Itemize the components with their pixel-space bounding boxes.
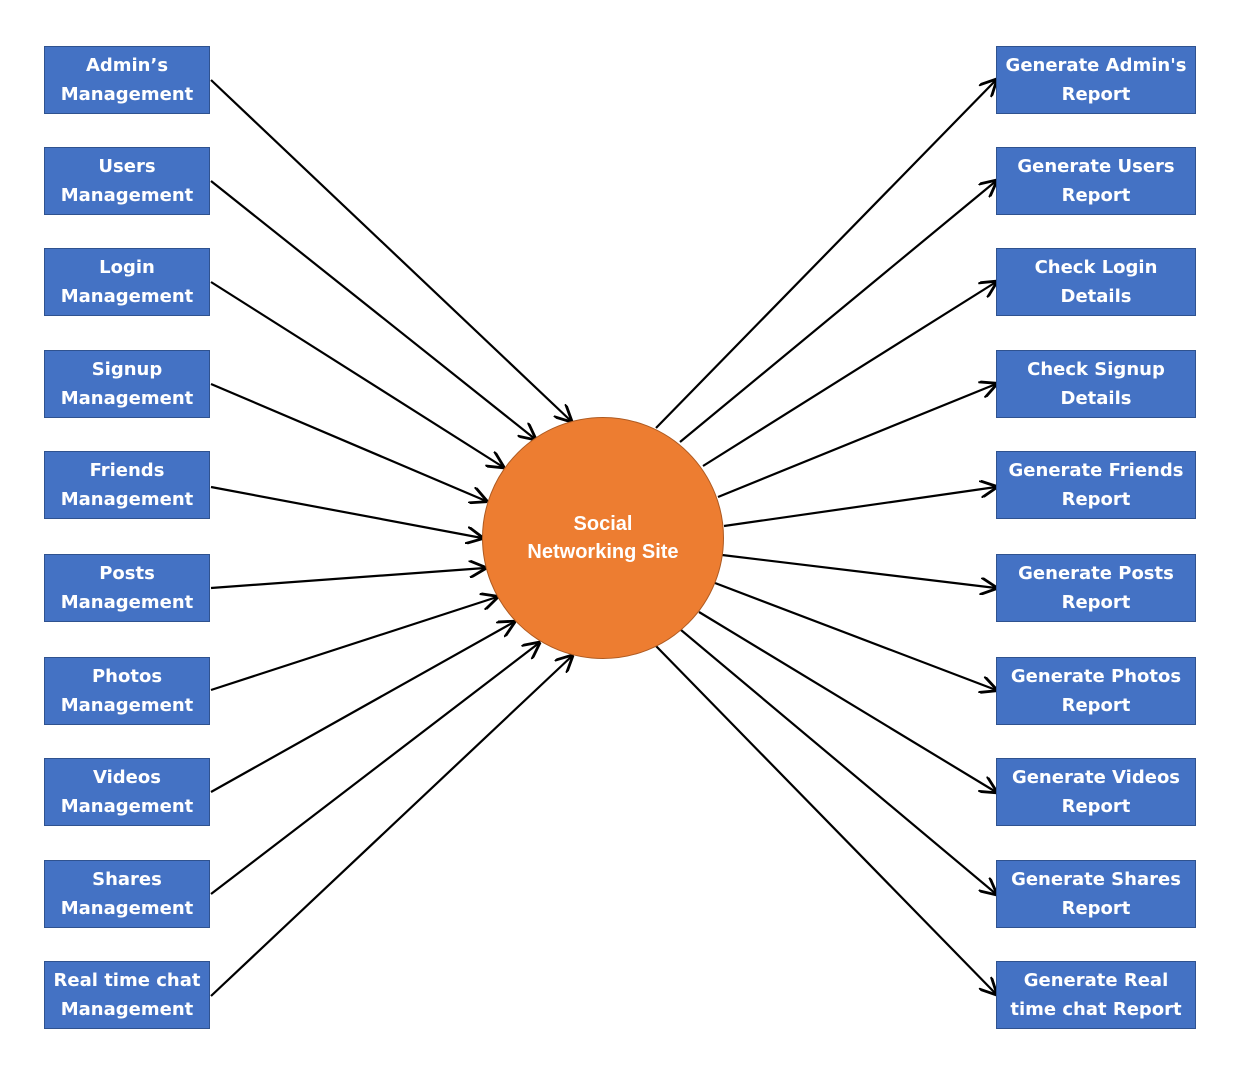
input-box-users-management: Users Management — [44, 147, 210, 215]
arrow-site-to-users-report — [679, 181, 996, 443]
output-box-shares-report: Generate Shares Report — [996, 860, 1196, 928]
central-process-circle: Social Networking Site — [482, 417, 724, 659]
arrow-site-to-photos-report — [714, 581, 996, 690]
arrow-friends-to-site — [210, 485, 482, 538]
input-box-photos-management: Photos Management — [44, 657, 210, 725]
arrow-site-to-videos-report — [698, 611, 996, 792]
output-box-login-details: Check Login Details — [996, 248, 1196, 316]
arrow-site-to-admins-report — [655, 80, 996, 429]
input-box-videos-management: Videos Management — [44, 758, 210, 826]
arrow-realtime-chat-to-site — [210, 656, 572, 997]
arrow-videos-to-site — [210, 622, 514, 793]
input-box-login-management: Login Management — [44, 248, 210, 316]
output-box-users-report: Generate Users Report — [996, 147, 1196, 215]
input-box-signup-management: Signup Management — [44, 350, 210, 418]
arrow-site-to-shares-report — [680, 629, 996, 894]
arrow-posts-to-site — [210, 568, 485, 590]
input-box-admins-management: Admin’s Management — [44, 46, 210, 114]
arrow-photos-to-site — [210, 597, 497, 692]
arrow-login-to-site — [210, 281, 503, 467]
output-box-admins-report: Generate Admin's Report — [996, 46, 1196, 114]
output-box-posts-report: Generate Posts Report — [996, 554, 1196, 622]
output-box-photos-report: Generate Photos Report — [996, 657, 1196, 725]
output-box-realtime-chat-report: Generate Real time chat Report — [996, 961, 1196, 1029]
input-box-realtime-chat-management: Real time chat Management — [44, 961, 210, 1029]
arrow-shares-to-site — [210, 643, 539, 895]
arrow-site-to-signup-details — [717, 384, 996, 499]
arrow-site-to-friends-report — [723, 487, 996, 528]
arrow-site-to-login-details — [702, 282, 996, 467]
input-box-shares-management: Shares Management — [44, 860, 210, 928]
output-box-videos-report: Generate Videos Report — [996, 758, 1196, 826]
input-box-friends-management: Friends Management — [44, 451, 210, 519]
arrow-users-to-site — [210, 180, 535, 439]
arrow-site-to-posts-report — [721, 553, 996, 588]
arrow-admins-to-site — [210, 79, 571, 421]
output-box-friends-report: Generate Friends Report — [996, 451, 1196, 519]
input-box-posts-management: Posts Management — [44, 554, 210, 622]
arrow-site-to-realtime-chat-report — [655, 645, 996, 994]
arrow-signup-to-site — [210, 382, 486, 501]
output-box-signup-details: Check Signup Details — [996, 350, 1196, 418]
